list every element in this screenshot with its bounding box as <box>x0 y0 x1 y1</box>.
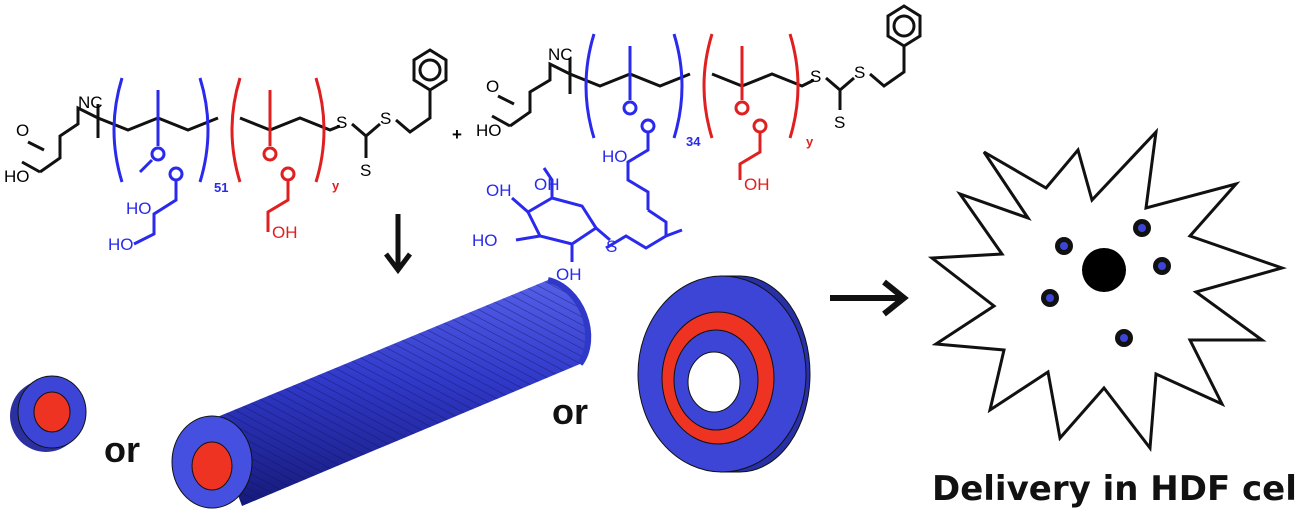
delivery-caption: Delivery in HDF cells <box>932 469 1299 509</box>
red-o-ring-2b <box>752 118 768 134</box>
glycerol-oh-3: HO <box>602 147 628 166</box>
assembly-arrow <box>384 214 412 275</box>
s-label-1c: S <box>360 161 371 180</box>
red-o-ring-1 <box>262 146 278 162</box>
acid-co-2 <box>491 114 511 128</box>
red-o-ring-2 <box>734 100 750 116</box>
blue-o-ring-2b <box>640 118 656 134</box>
internalized-particles <box>1041 219 1171 347</box>
ho-label-2: HO <box>476 121 502 140</box>
subscript-y-2: y <box>806 134 814 149</box>
gal-oh-bottom: OH <box>556 265 582 284</box>
galactose-unit: OH OH HO OH S <box>472 167 617 284</box>
acid-chain-1 <box>39 105 99 174</box>
blue-o-ring-1b <box>168 166 184 182</box>
vesicle-structure <box>637 275 811 473</box>
subscript-y-1: y <box>332 178 340 193</box>
spherical-micelle <box>10 375 87 452</box>
red-sidechain-1 <box>266 180 290 232</box>
or-text-left: or <box>104 429 140 470</box>
ho-label-1: HO <box>4 167 30 186</box>
red-bracket-right-1 <box>314 77 326 183</box>
blue-o-ring-1 <box>150 146 166 162</box>
red-bracket-left-2 <box>702 33 714 139</box>
hpma-oh-1: OH <box>272 223 298 242</box>
plus-sign: + <box>452 125 462 144</box>
polymer-1-structure: HO O NC 51 HO HO y OH S S S <box>4 48 448 254</box>
gal-oh-top-right: OH <box>534 175 560 194</box>
acid-co-1 <box>21 160 41 174</box>
acid-carbonyl-2 <box>497 94 515 106</box>
phenyl-ring-1 <box>412 48 448 92</box>
gal-oh3-bond <box>515 234 541 242</box>
glycerol-oh-2: HO <box>108 235 134 254</box>
blue-bracket-right-2 <box>672 33 684 139</box>
blue-co-1 <box>138 158 154 174</box>
backbone-1b <box>239 116 341 132</box>
cn-label-1: NC <box>78 93 103 112</box>
blue-bracket-left-2 <box>584 33 596 139</box>
hpma-oh-2: OH <box>744 175 770 194</box>
glycerol-oh-1: HO <box>126 199 152 218</box>
worm-micelle <box>171 277 592 509</box>
red-sidechain-2 <box>738 132 762 180</box>
cn-label-2: NC <box>548 45 573 64</box>
acid-carbonyl-1 <box>27 140 45 152</box>
blue-sidechain-1 <box>133 180 178 246</box>
delivery-arrow <box>830 279 909 317</box>
s-label-1b: S <box>380 109 391 128</box>
subscript-51: 51 <box>214 180 228 195</box>
phenyl-aromatic-2 <box>892 14 916 38</box>
blue-bracket-left-1 <box>112 77 124 183</box>
polymer-2-structure: HO O NC 34 HO y OH S S S <box>476 4 922 250</box>
gal-s-bond <box>595 226 611 242</box>
gal-oh4-bond <box>511 196 529 214</box>
or-text-right: or <box>552 391 588 432</box>
red-bracket-left-1 <box>230 77 242 183</box>
blue-bracket-right-1 <box>198 77 210 183</box>
blue-o-ring-2 <box>622 100 638 116</box>
propionate-2 <box>605 234 667 250</box>
ttc-2 <box>825 76 855 92</box>
gal-oh-top-left: OH <box>486 181 512 200</box>
red-bracket-right-2 <box>788 33 800 139</box>
ester-link-2 <box>647 208 683 239</box>
hdf-cell <box>927 127 1288 453</box>
phenyl-aromatic-1 <box>418 58 442 82</box>
s-label-2a: S <box>810 67 821 86</box>
gal-s-label: S <box>606 237 617 256</box>
blue-sidechain-2 <box>626 132 650 210</box>
phenethyl-2 <box>869 46 906 88</box>
gal-ch2oh <box>542 167 554 198</box>
phenyl-ring-2 <box>886 4 922 48</box>
cell-nucleus <box>1082 248 1126 292</box>
backbone-2b <box>711 72 815 88</box>
s-label-2b: S <box>854 63 865 82</box>
subscript-34: 34 <box>686 134 701 149</box>
o-label-1: O <box>16 121 29 140</box>
s-label-2c: S <box>834 113 845 132</box>
acid-chain-2 <box>509 61 571 128</box>
ttc-1 <box>351 122 381 138</box>
phenethyl-1 <box>395 90 432 134</box>
o-label-2: O <box>486 77 499 96</box>
s-label-1a: S <box>336 113 347 132</box>
gal-ho-left: HO <box>472 231 498 250</box>
red-o-ring-1b <box>280 166 296 182</box>
